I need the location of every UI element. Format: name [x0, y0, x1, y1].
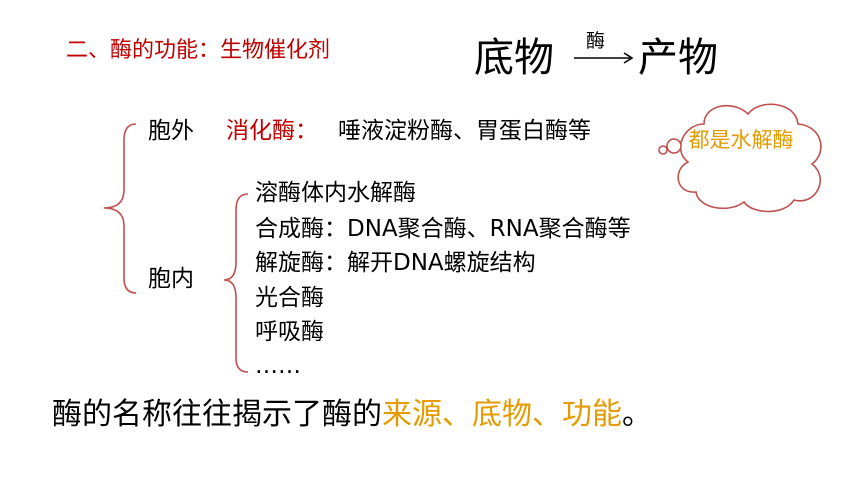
outer-brace	[103, 123, 137, 294]
conclusion-end: 。	[622, 397, 652, 432]
list-item: 溶酶体内水解酶	[255, 180, 416, 206]
reaction-arrow-icon	[574, 52, 634, 64]
inner-brace	[223, 193, 249, 373]
thought-bubble	[658, 103, 822, 213]
page-title: 二、酶的功能：生物催化剂	[66, 38, 331, 63]
list-item: 解旋酶：解开DNA螺旋结构	[255, 250, 536, 276]
enzyme-label: 酶	[586, 30, 606, 52]
substrate-text: 底物	[474, 35, 554, 81]
list-item: 合成酶：DNA聚合酶、RNA聚合酶等	[255, 216, 631, 242]
list-item: 呼吸酶	[255, 319, 324, 345]
outside-label: 胞外	[148, 118, 194, 144]
conclusion-text: 酶的名称往往揭示了酶的来源、底物、功能。	[52, 400, 652, 430]
bubble-dot-large	[666, 138, 682, 154]
inside-label: 胞内	[148, 266, 194, 292]
list-item: 光合酶	[255, 285, 324, 311]
digestive-enzyme-items: 唾液淀粉酶、胃蛋白酶等	[338, 118, 591, 144]
product-text: 产物	[638, 35, 718, 81]
bubble-dot-small	[658, 145, 668, 155]
conclusion-highlight: 来源、底物、功能	[382, 397, 622, 432]
callout-text: 都是水解酶	[688, 128, 794, 152]
list-item: ……	[255, 353, 301, 379]
conclusion-plain: 酶的名称往往揭示了酶的	[52, 397, 382, 432]
digestive-enzyme-label: 消化酶：	[226, 118, 318, 144]
cloud-shape	[677, 103, 822, 213]
